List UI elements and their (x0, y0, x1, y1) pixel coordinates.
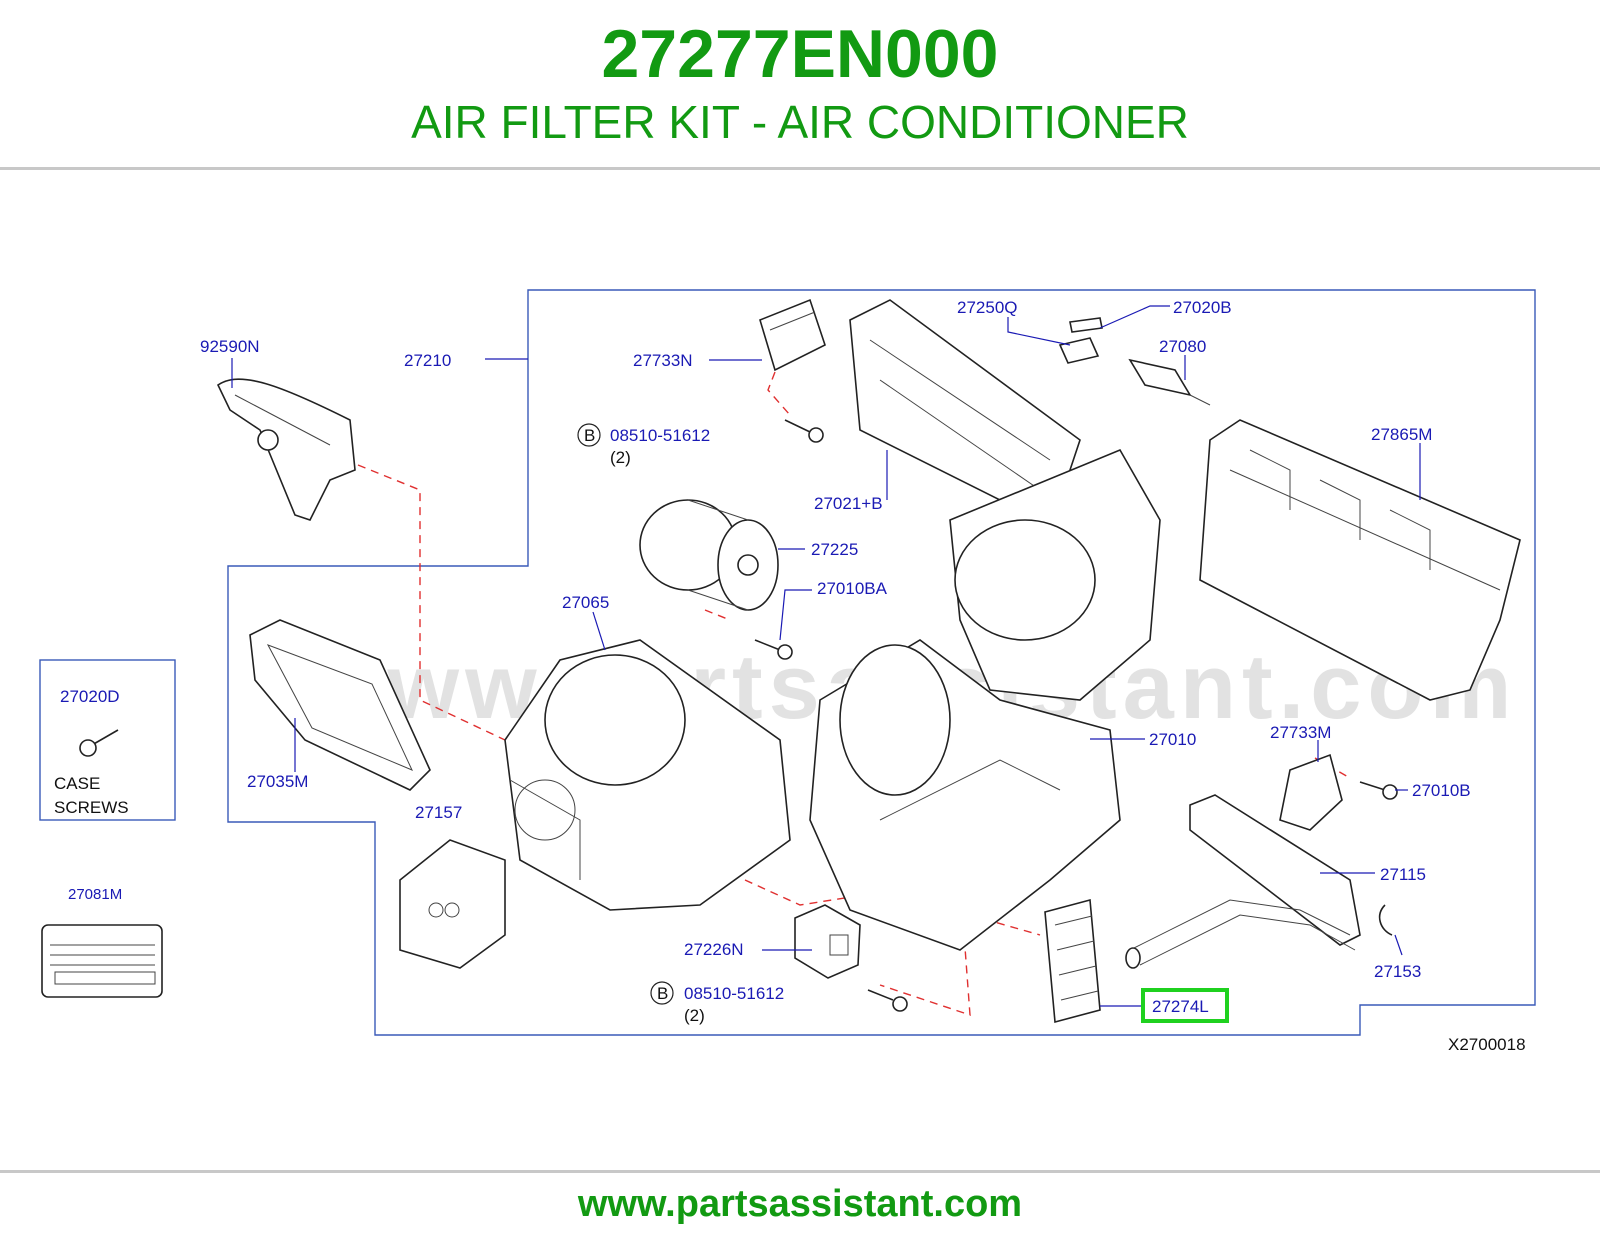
label-27157[interactable]: 27157 (415, 803, 462, 822)
actuator-27733n (759, 298, 826, 372)
label-27210[interactable]: 27210 (404, 351, 451, 370)
screw-27010b (1359, 781, 1398, 800)
assembly-line-b (767, 371, 791, 416)
leader-27020b (1099, 305, 1170, 329)
case-screws-box (39, 659, 176, 821)
label-27035m[interactable]: 27035M (247, 772, 308, 791)
sensor-27080 (1128, 358, 1211, 406)
footer-divider (0, 1170, 1600, 1173)
label-27733m[interactable]: 27733M (1270, 723, 1331, 742)
leader-27153 (1394, 934, 1403, 956)
label-27010b[interactable]: 27010B (1412, 781, 1471, 800)
heater-core-27115 (1125, 794, 1361, 969)
label-27274l[interactable]: 27274L (1152, 997, 1209, 1016)
label-27250q[interactable]: 27250Q (957, 298, 1018, 317)
resistor-27226n (794, 904, 861, 979)
part-description: AIR FILTER KIT - AIR CONDITIONER (411, 96, 1189, 148)
air-filter-27274l (1044, 898, 1101, 1024)
blower-motor-27225 (639, 499, 779, 611)
footer-url[interactable]: www.partsassistant.com (577, 1183, 1023, 1225)
callout-b-top (577, 423, 601, 447)
case-27010 (809, 448, 1161, 951)
part-number-title: 27277EN000 (601, 16, 999, 92)
label-27020d[interactable]: 27020D (60, 687, 120, 706)
label-92590n[interactable]: 92590N (200, 337, 260, 356)
label-08510-bottom[interactable]: 08510-51612 (684, 984, 784, 1003)
label-27020b[interactable]: 27020B (1173, 298, 1232, 317)
label-27080[interactable]: 27080 (1159, 337, 1206, 356)
clip-27250q (1058, 337, 1100, 364)
label-27153[interactable]: 27153 (1374, 962, 1421, 981)
label-27081m (41, 924, 163, 998)
label-27021b[interactable]: 27021+B (814, 494, 883, 513)
drawing-code: X2700018 (1448, 1035, 1526, 1054)
screw-bottom (867, 989, 908, 1012)
label-27225[interactable]: 27225 (811, 540, 858, 559)
gasket-27035m (249, 619, 431, 791)
duct-27021b (849, 299, 1081, 521)
case-screws-line2: SCREWS (54, 798, 129, 817)
pad-27157 (399, 839, 506, 969)
screw-27020d (79, 729, 119, 757)
assembly-line-a (357, 464, 506, 741)
assembly-line-c (704, 609, 731, 621)
hose-92590n (216, 378, 356, 521)
label-08510-top[interactable]: 08510-51612 (610, 426, 710, 445)
clip-27153 (1378, 904, 1393, 936)
label-27226n[interactable]: 27226N (684, 940, 744, 959)
callout-b-bottom (650, 981, 674, 1005)
label-27065[interactable]: 27065 (562, 593, 609, 612)
assembly-frame (227, 289, 1536, 1036)
leader-27065 (592, 611, 606, 651)
parts-diagram: www.partsassistant.com (39, 289, 1536, 1054)
label-27010[interactable]: 27010 (1149, 730, 1196, 749)
page-header: 27277EN000 AIR FILTER KIT - AIR CONDITIO… (0, 0, 1600, 168)
callout-b-top-letter: B (584, 426, 595, 445)
header-divider (0, 167, 1600, 170)
blower-case-27065 (504, 639, 791, 911)
label-27733n[interactable]: 27733N (633, 351, 693, 370)
screw-27010ba (754, 639, 793, 660)
callout-b-bottom-letter: B (657, 984, 668, 1003)
housing-27865m (1199, 419, 1521, 701)
label-27010ba[interactable]: 27010BA (817, 579, 888, 598)
assembly-line-e (969, 914, 1041, 936)
label-27081m[interactable]: 27081M (68, 886, 122, 903)
clip-27020b (1069, 317, 1103, 333)
qty-top: (2) (610, 448, 631, 467)
highlight-box-27274l (1141, 988, 1229, 1023)
qty-bottom: (2) (684, 1006, 705, 1025)
label-27865m[interactable]: 27865M (1371, 425, 1432, 444)
leader-27250q (1007, 317, 1071, 346)
case-screws-line1: CASE (54, 774, 100, 793)
actuator-27733m (1279, 753, 1343, 831)
screw-top (784, 419, 824, 443)
leader-27010ba (779, 589, 812, 641)
label-27115[interactable]: 27115 (1380, 865, 1426, 884)
